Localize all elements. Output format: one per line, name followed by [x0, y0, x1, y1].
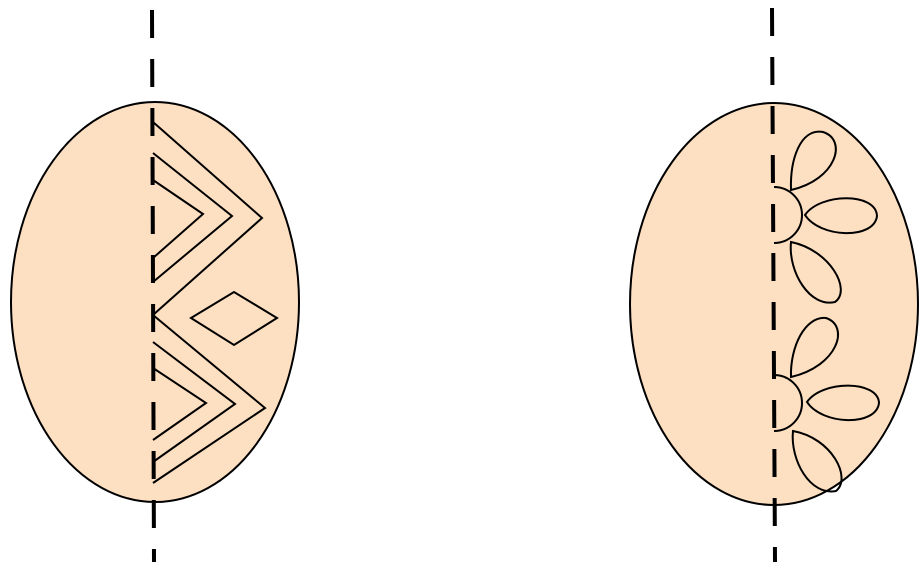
left-egg-body: [11, 102, 299, 502]
left-egg: [11, 10, 299, 562]
right-egg: [630, 8, 918, 562]
